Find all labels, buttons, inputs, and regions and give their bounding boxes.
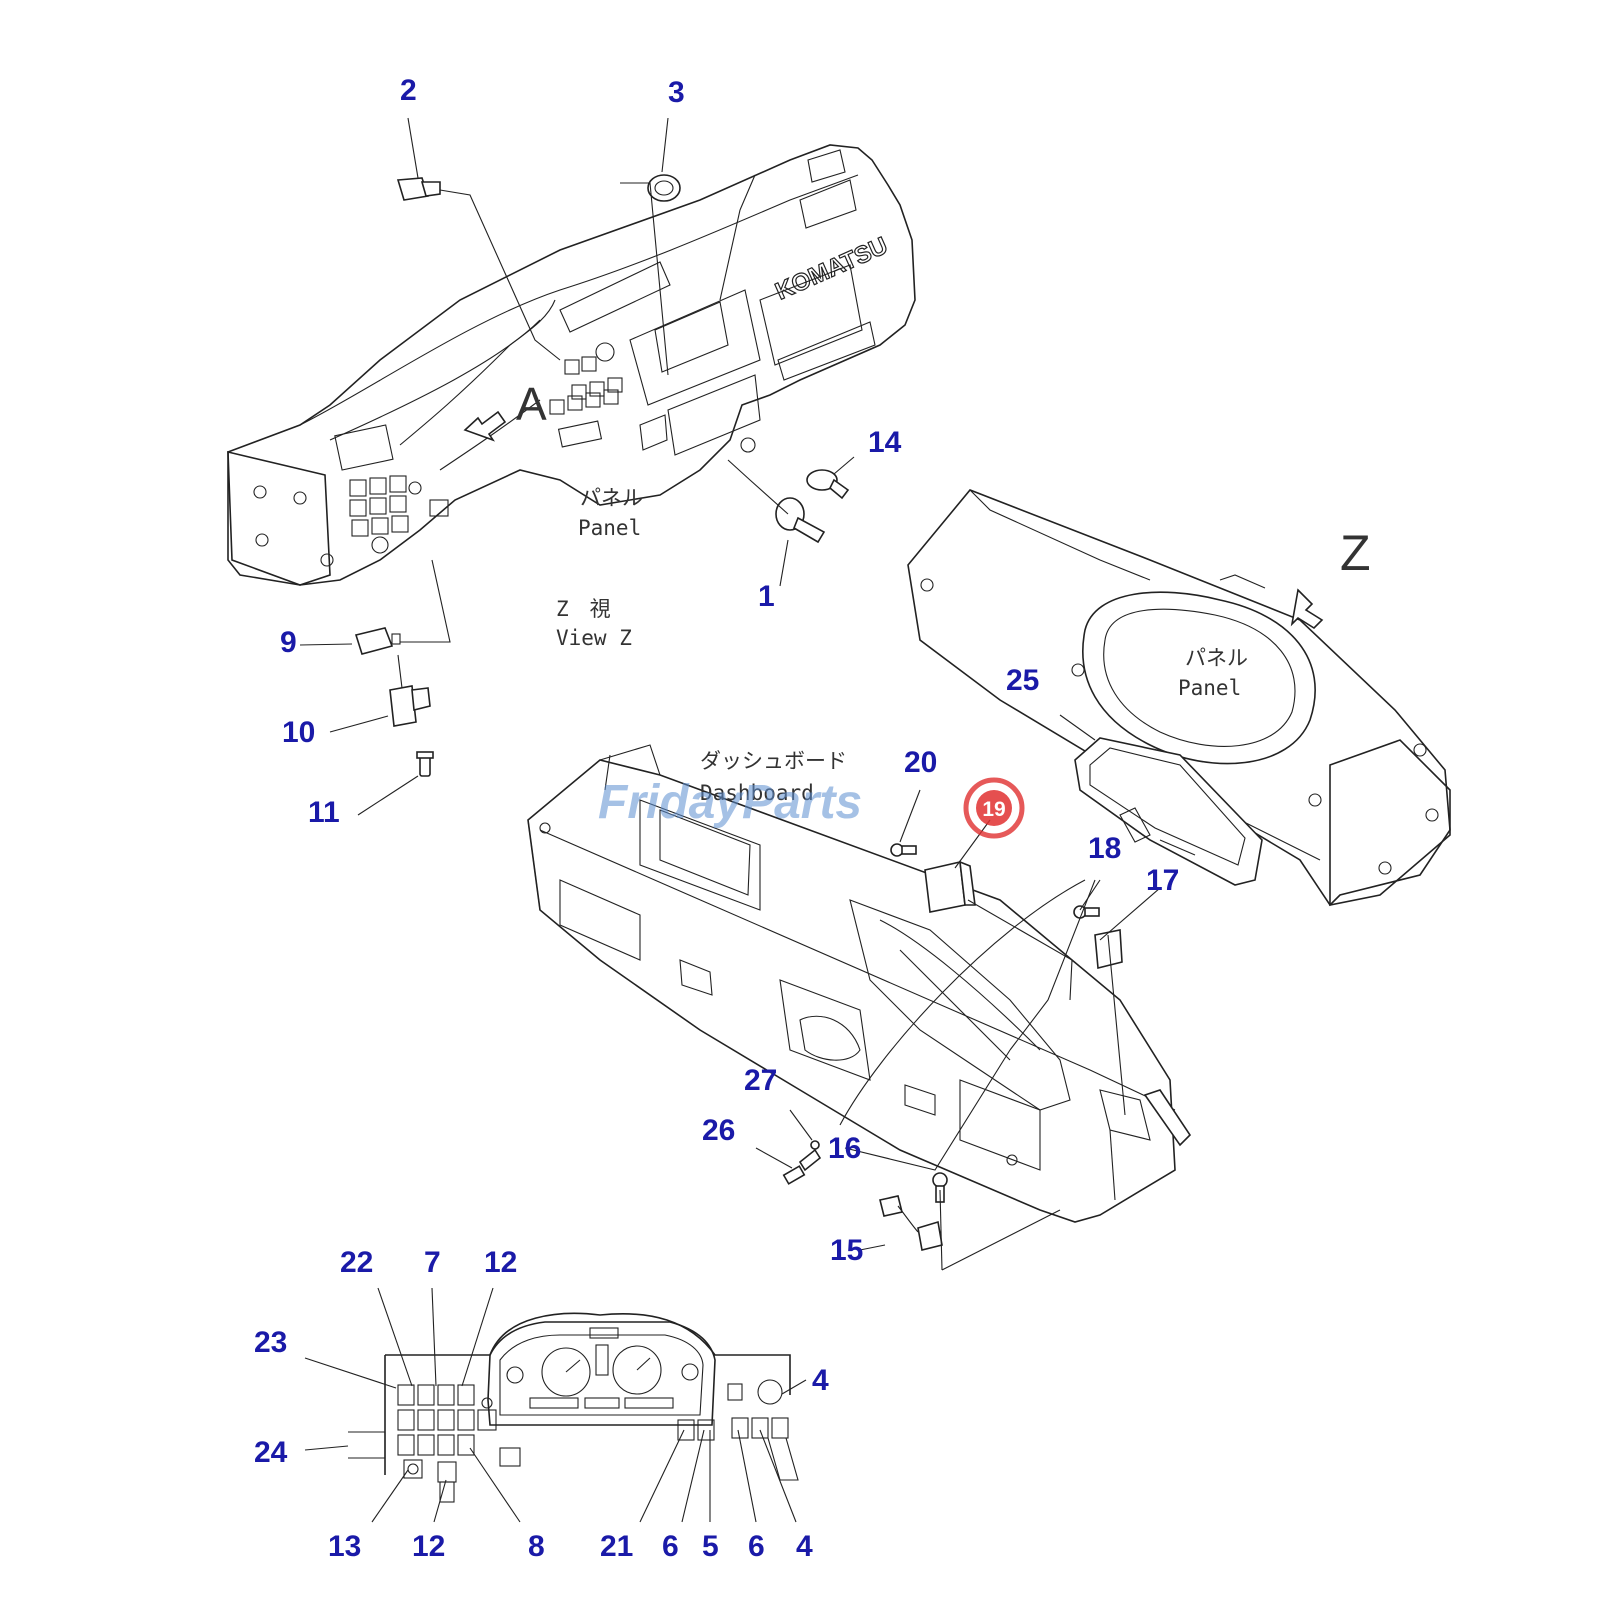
callout-10: 10 xyxy=(282,716,315,749)
leader-25 xyxy=(1059,714,1096,741)
part-9-relay xyxy=(354,627,401,655)
brand-logo: KOMATSU xyxy=(771,232,891,305)
callout-4-bottom: 4 xyxy=(796,1530,813,1563)
callout-4-top: 4 xyxy=(812,1364,829,1397)
callout-13: 13 xyxy=(328,1530,361,1563)
part-18-controller xyxy=(924,860,976,913)
dashboard-label-jp: ダッシュボード xyxy=(700,749,847,773)
callout-26: 26 xyxy=(702,1114,735,1147)
callout-20: 20 xyxy=(904,746,937,779)
watermark-badge xyxy=(976,790,1012,826)
part-14-sensor xyxy=(806,469,850,500)
callout-23: 23 xyxy=(254,1326,287,1359)
panel-label-jp-2: パネル xyxy=(1185,646,1248,670)
callout-1: 1 xyxy=(758,580,775,613)
callout-6-left: 6 xyxy=(662,1530,679,1563)
callout-27: 27 xyxy=(744,1064,777,1097)
view-z-label-en: View Z xyxy=(556,626,632,650)
front-panel-assembly: KOMATSU A xyxy=(227,144,916,586)
callout-16: 16 xyxy=(828,1132,861,1165)
callout-11: 11 xyxy=(308,796,340,829)
rear-panel-assembly: Z xyxy=(907,489,1451,907)
callout-12-bottom: 12 xyxy=(412,1530,445,1563)
callout-7: 7 xyxy=(424,1246,441,1279)
part-25-instrument-cluster xyxy=(1074,737,1263,886)
view-letter-z: Z xyxy=(1340,525,1371,581)
panel-label-jp: パネル xyxy=(580,486,643,510)
callout-8: 8 xyxy=(528,1530,545,1563)
part-15-switch xyxy=(879,1195,943,1251)
part-1-sensor xyxy=(775,497,826,544)
front-view xyxy=(348,1312,799,1503)
callout-numbers: 2 3 14 1 9 10 11 25 20 18 17 27 26 16 15… xyxy=(254,74,1179,1563)
callout-22: 22 xyxy=(340,1246,373,1279)
callout-21: 21 xyxy=(600,1530,633,1563)
callout-17: 17 xyxy=(1146,864,1179,897)
dashboard-frame xyxy=(527,744,1192,1223)
front-view-left-switches xyxy=(397,1384,521,1503)
front-view-right-switches xyxy=(677,1379,799,1481)
part-11-bolt xyxy=(416,751,434,777)
watermark-badge-number: 19 xyxy=(982,798,1005,821)
callout-12-top: 12 xyxy=(484,1246,517,1279)
watermark-text: FridayParts xyxy=(598,776,862,829)
callout-2: 2 xyxy=(400,74,417,107)
callout-3: 3 xyxy=(668,76,685,109)
panel-label-en-2: Panel xyxy=(1178,676,1241,700)
part-20-screw xyxy=(890,843,917,857)
leader-lines-top xyxy=(299,117,855,816)
callout-6-right: 6 xyxy=(748,1530,765,1563)
watermark-badge-ring xyxy=(963,777,1025,839)
part-10-bracket xyxy=(389,685,431,727)
callout-5: 5 xyxy=(702,1530,719,1563)
callout-25: 25 xyxy=(1006,664,1039,697)
panel-label-en: Panel xyxy=(578,516,641,540)
callout-18: 18 xyxy=(1088,832,1121,865)
view-z-label-jp: Z 視 xyxy=(556,597,611,621)
watermark: FridayParts 19 xyxy=(598,776,1025,839)
callout-24: 24 xyxy=(254,1436,288,1469)
callout-14: 14 xyxy=(868,426,902,459)
leader-lines-bottom xyxy=(304,1287,807,1523)
part-3-grommet xyxy=(647,174,681,202)
part-26-bolt xyxy=(782,1148,822,1185)
dashboard-label-en: Dashboard xyxy=(700,781,814,805)
callout-15: 15 xyxy=(830,1234,863,1267)
leader-lines-middle xyxy=(755,789,1161,1271)
part-2-switch xyxy=(396,177,441,201)
view-letter-a: A xyxy=(516,378,547,430)
part-27-washer xyxy=(810,1140,820,1150)
callout-9: 9 xyxy=(280,626,297,659)
